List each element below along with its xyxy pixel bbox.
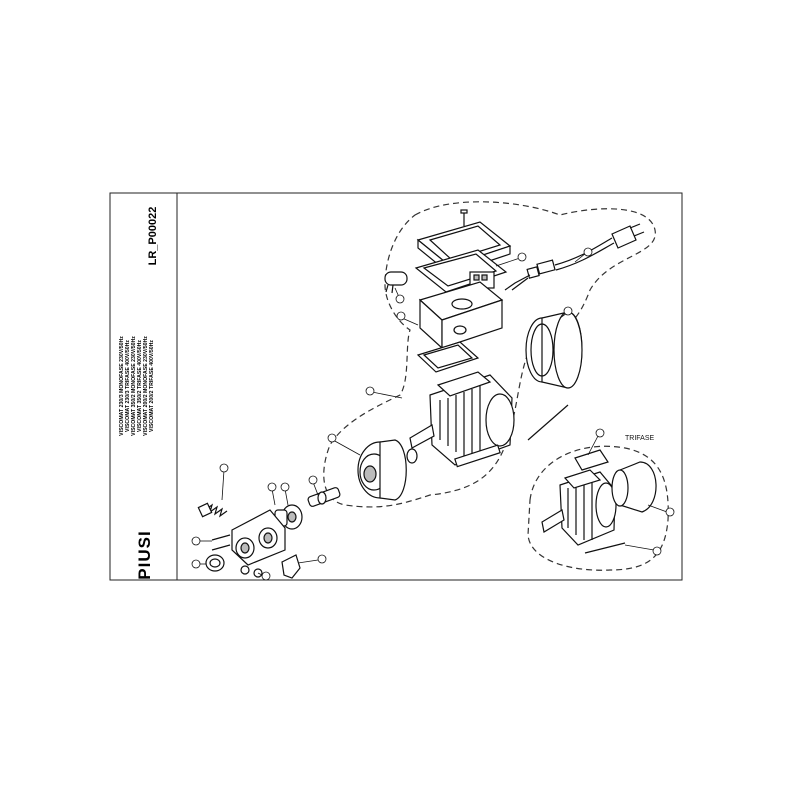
model-line: VISCOMAT 200/2 MONOFASE 230V/50Hz <box>143 336 149 436</box>
pump-cap <box>205 554 225 572</box>
dashed-group-outline-main <box>323 201 656 508</box>
shaft-seal <box>406 448 418 464</box>
callout-circle <box>652 546 662 556</box>
wire-leads <box>504 274 531 291</box>
motor-flange <box>357 439 407 501</box>
callout-circle <box>365 386 375 396</box>
pump-shaft-assembly <box>307 487 341 507</box>
lid-screw <box>460 209 468 226</box>
model-line: VISCOMAT 350/2 MONOFASE 230V/50Hz <box>131 336 137 436</box>
motor-body <box>409 371 515 468</box>
callout-circle <box>219 463 229 473</box>
callouts <box>191 247 675 581</box>
callout-circle <box>327 433 337 443</box>
pump-body <box>231 509 286 566</box>
callout-circle <box>261 571 271 581</box>
piusi-logo: PIUSI <box>135 530 154 579</box>
trifase-tie-rod <box>584 542 626 554</box>
svg-text:PIUSI: PIUSI <box>135 530 154 579</box>
model-line: VISCOMAT 230/3 MONOFASE 230V/50Hz <box>119 336 125 436</box>
model-line: VISCOMAT 230/3 TRIFASE 400V/50Hz <box>125 340 131 432</box>
capacitor <box>384 271 408 294</box>
bypass-valve-spring <box>197 502 228 518</box>
tie-rod <box>527 404 569 441</box>
callout-circle <box>308 475 318 485</box>
pump-rotor <box>274 504 303 530</box>
trifase-fan-cover <box>611 461 657 513</box>
terminal-box-body <box>418 281 504 350</box>
elbow-fitting <box>281 554 301 579</box>
callout-circle <box>517 252 527 262</box>
drawing-frame <box>109 192 683 581</box>
callout-circle <box>583 247 593 257</box>
power-cable <box>554 237 613 266</box>
small-plugs <box>240 565 263 578</box>
model-line: VISCOMAT 200/2 TRIFASE 400V/50Hz <box>149 340 155 432</box>
callout-circle <box>396 311 406 321</box>
model-line: VISCOMAT 350/2 TRIFASE 400V/50Hz <box>137 340 143 432</box>
callout-circle <box>395 294 405 304</box>
callout-circle <box>317 554 327 564</box>
fan-cover <box>525 311 583 389</box>
callout-circle <box>563 306 573 316</box>
callout-circle <box>191 559 201 569</box>
callout-circle <box>595 428 605 438</box>
dashed-group-outline-trifase <box>527 445 669 571</box>
cable-gland <box>526 259 556 279</box>
callout-circle <box>267 482 277 492</box>
callout-circle <box>280 482 290 492</box>
power-plug <box>611 223 645 249</box>
drawing-code: LR_P00022 <box>147 207 159 266</box>
model-list: VISCOMAT 230/3 MONOFASE 230V/50Hz VISCOM… <box>119 336 155 436</box>
callout-circle <box>191 536 201 546</box>
callout-circle <box>665 507 675 517</box>
trifase-label: TRIFASE <box>625 435 655 442</box>
pump-screws <box>211 534 231 551</box>
trifase-motor-body <box>541 449 617 546</box>
